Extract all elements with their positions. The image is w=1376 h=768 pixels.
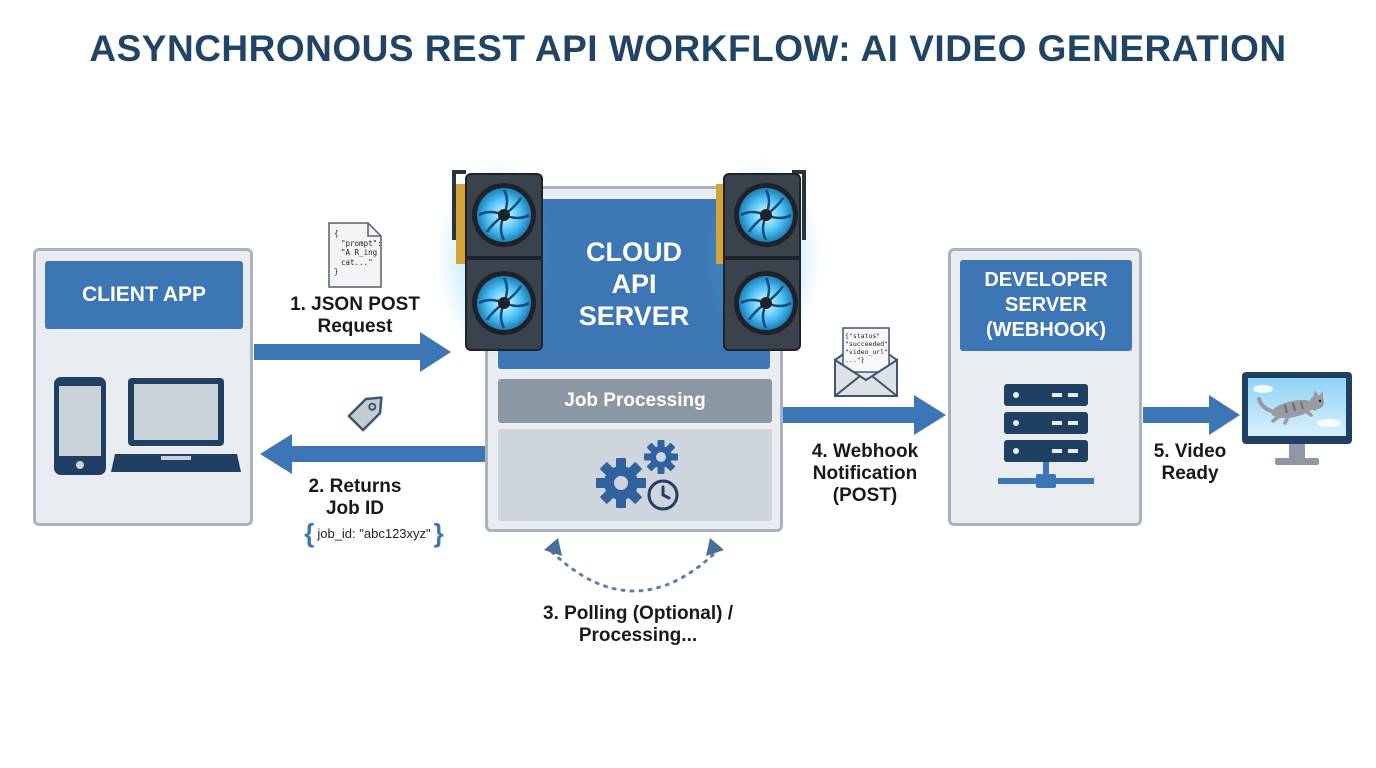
gears-icon — [596, 440, 678, 508]
step1-line: 1. JSON POST — [290, 294, 420, 315]
job-processing-bar: Job Processing — [498, 379, 772, 423]
step4-line: (POST) — [832, 485, 898, 506]
step4-label: 4. Webhook Notification (POST) — [800, 441, 930, 507]
step3-label: 3. Polling (Optional) / Processing... — [520, 603, 756, 647]
developer-server-header: DEVELOPER SERVER (WEBHOOK) — [960, 260, 1132, 351]
server-header-line: CLOUD — [586, 237, 682, 267]
server-header-line: SERVER — [578, 301, 690, 331]
smartphone-icon — [54, 377, 106, 475]
step5-label: 5. Video Ready — [1145, 441, 1235, 485]
step3-line: 3. Polling (Optional) / — [543, 603, 733, 624]
laptop-icon — [111, 378, 241, 472]
json-line: "prompt": — [341, 238, 382, 248]
arrow-webhook — [783, 395, 946, 435]
gpu-card-icon — [702, 157, 822, 357]
json-line: cat..." — [341, 257, 373, 267]
page-title: ASYNCHRONOUS REST API WORKFLOW: AI VIDEO… — [89, 28, 1287, 69]
gpu-card-icon — [436, 157, 556, 357]
job-id-payload: { job_id: "abc123xyz" } — [290, 519, 458, 547]
arrow-return-job-id — [260, 434, 486, 474]
envelope-line: {"status" — [845, 332, 881, 340]
step5-line: Ready — [1161, 463, 1219, 484]
envelope-line: ..."} — [845, 356, 865, 364]
tag-icon — [347, 396, 383, 432]
clock-icon — [647, 479, 679, 511]
step4-line: Notification — [812, 463, 918, 484]
step1-line: Request — [317, 316, 393, 337]
developer-server-panel: DEVELOPER SERVER (WEBHOOK) — [948, 248, 1142, 526]
developer-header-line: SERVER — [1005, 294, 1087, 316]
envelope-icon: {"status" "succeeded" "video_url" ..."} — [833, 326, 899, 398]
client-app-header: CLIENT APP — [45, 261, 243, 329]
job-id-value: job_id: "abc123xyz" — [317, 525, 431, 541]
server-header-line: API — [611, 269, 657, 299]
brace-left-icon: { — [304, 518, 315, 548]
polling-arc — [544, 538, 724, 593]
developer-header-line: (WEBHOOK) — [986, 319, 1106, 341]
step1-label: 1. JSON POST Request — [270, 294, 440, 338]
json-document-icon: { "prompt": "A R̲ing cat..." } — [328, 222, 382, 288]
client-app-panel: CLIENT APP — [33, 248, 253, 526]
envelope-line: "video_url" — [845, 348, 889, 356]
brace-right-icon: } — [433, 518, 444, 548]
arrow-video-ready — [1143, 395, 1240, 435]
arrow-json-post — [254, 332, 451, 372]
step3-line: Processing... — [578, 625, 698, 646]
json-line: { — [334, 229, 339, 238]
flying-cat-icon — [1257, 390, 1324, 425]
server-rack-icon — [998, 384, 1094, 488]
json-line: } — [334, 267, 339, 276]
envelope-line: "succeeded" — [845, 340, 889, 348]
json-line: "A R̲ing — [341, 248, 378, 257]
step2-line: Job ID — [325, 498, 385, 519]
step2-label: 2. Returns Job ID — [290, 476, 420, 520]
developer-header-line: DEVELOPER — [984, 269, 1108, 291]
step2-line: 2. Returns — [308, 476, 402, 497]
step5-line: 5. Video — [1153, 441, 1227, 462]
monitor-icon — [1242, 372, 1352, 465]
step4-line: 4. Webhook — [811, 441, 919, 462]
